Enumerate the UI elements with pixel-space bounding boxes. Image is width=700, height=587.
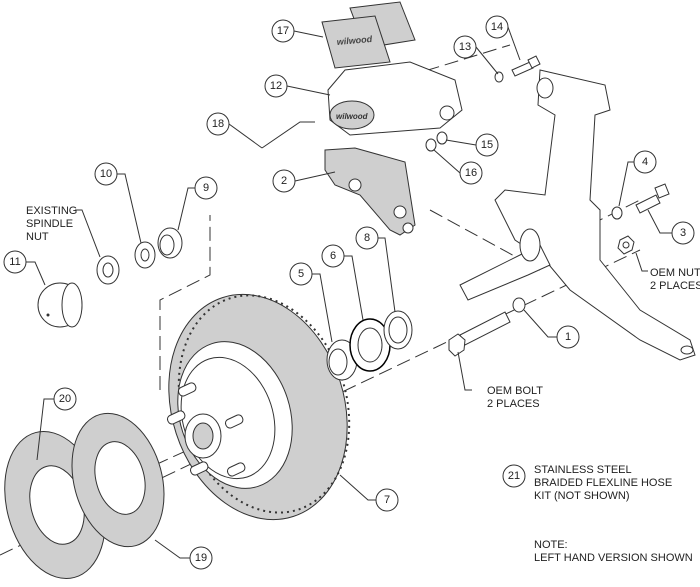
wheel-studs [166,382,246,477]
svg-text:6: 6 [330,250,336,262]
callout-4: 4 [633,150,657,174]
svg-text:21: 21 [508,470,520,482]
washer-10 [134,241,156,269]
callout-20: 20 [53,387,77,411]
callout-2: 2 [272,169,296,193]
callout-21: 21 [502,464,526,488]
callout-6: 6 [321,244,345,268]
callout-17: 17 [271,19,295,43]
svg-text:EXISTING: EXISTING [26,205,77,217]
svg-text:SPINDLE: SPINDLE [26,218,73,230]
svg-text:8: 8 [364,232,370,244]
svg-text:1: 1 [565,331,571,343]
label-note: NOTE: LEFT HAND VERSION SHOWN [534,539,693,564]
svg-text:12: 12 [270,80,282,92]
wheel-spacer-19 [71,412,165,548]
callout-9: 9 [194,176,218,200]
svg-text:2: 2 [281,175,287,187]
label-oem-bolt: OEM BOLT 2 PLACES [487,385,543,410]
washer-4 [611,206,623,220]
label-oem-nut: OEM NUT 2 PLACES [650,267,700,292]
svg-text:OEM NUT: OEM NUT [650,267,700,279]
label-hose-kit: STAINLESS STEEL BRAIDED FLEXLINE HOSE KI… [534,464,672,502]
svg-text:2 PLACES: 2 PLACES [650,280,700,292]
caliper: wilwood [327,61,463,136]
race-6 [349,318,391,372]
brake-rotor [166,293,351,521]
spindle-knuckle [459,69,696,361]
svg-text:15: 15 [481,139,493,151]
washer-1 [512,297,526,313]
leader-lines [26,26,672,559]
svg-text:KIT (NOT SHOWN): KIT (NOT SHOWN) [534,490,630,502]
svg-text:NOTE:: NOTE: [534,539,568,551]
callout-12: 12 [264,74,288,98]
svg-text:19: 19 [195,552,207,564]
oem-bolt [448,311,511,357]
callout-7: 7 [375,488,399,512]
svg-text:OEM BOLT: OEM BOLT [487,385,543,397]
svg-text:17: 17 [277,25,289,37]
label-existing-spindle-nut: EXISTING SPINDLE NUT [26,205,77,243]
washer-16 [425,138,437,152]
bolt-14 [511,55,541,77]
spindle-nut [96,255,120,285]
pad-brand-text: wilwood [336,34,373,47]
callout-18: 18 [206,112,230,136]
caliper-brand-text: wilwood [336,112,369,121]
svg-text:20: 20 [59,393,71,405]
svg-text:3: 3 [680,227,686,239]
seal-8 [383,310,413,350]
svg-text:9: 9 [203,182,209,194]
svg-text:11: 11 [9,256,20,268]
washer-13 [494,71,504,83]
svg-text:16: 16 [465,167,477,179]
oem-nut [617,235,635,255]
brake-pads: wilwood [321,1,416,69]
svg-text:13: 13 [459,41,471,53]
dust-cap [37,282,83,328]
callout-1: 1 [556,325,580,349]
callout-15: 15 [475,133,499,157]
caliper-bracket [324,147,416,236]
svg-text:LEFT HAND VERSION SHOWN: LEFT HAND VERSION SHOWN [534,552,693,564]
callout-19: 19 [189,546,213,570]
callout-8: 8 [355,226,379,250]
svg-text:18: 18 [212,118,224,130]
callout-3: 3 [671,221,695,245]
callout-16: 16 [459,161,483,185]
callout-11: 11 [3,250,27,274]
callout-13: 13 [453,35,477,59]
svg-text:NUT: NUT [26,231,49,243]
bearing-9 [157,227,183,259]
bearing-5 [326,339,358,381]
svg-text:BRAIDED FLEXLINE HOSE: BRAIDED FLEXLINE HOSE [534,477,672,489]
callout-5: 5 [289,262,313,286]
svg-text:2 PLACES: 2 PLACES [487,398,540,410]
svg-text:10: 10 [100,168,112,180]
pin-18 [261,121,315,149]
svg-text:5: 5 [298,268,304,280]
svg-text:7: 7 [384,494,390,506]
bolt-3 [635,183,670,214]
callout-10: 10 [94,162,118,186]
svg-text:STAINLESS STEEL: STAINLESS STEEL [534,464,632,476]
callout-14: 14 [485,15,509,39]
svg-text:4: 4 [642,156,648,168]
washer-15 [436,131,448,145]
svg-text:14: 14 [491,21,503,33]
